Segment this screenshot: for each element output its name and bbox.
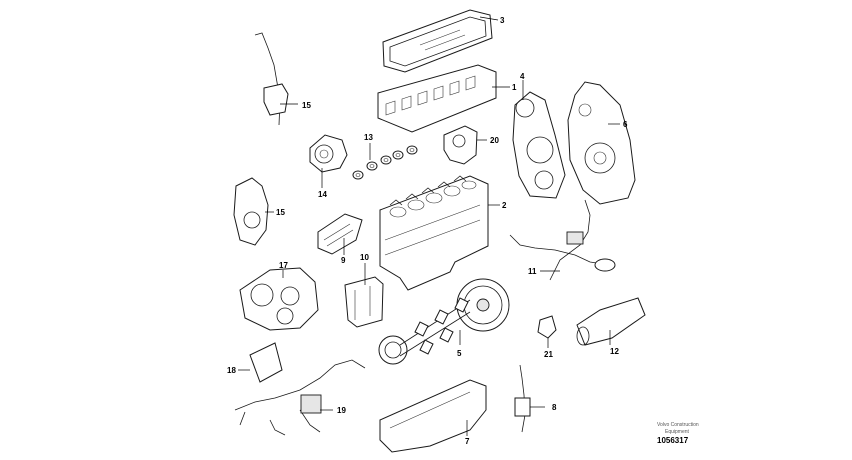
callout-labels: 3 1 2 4 5 6 7 8 9 10 11 12 13 14 15 15 1… bbox=[227, 16, 628, 446]
part-4-timing-gear-housing[interactable] bbox=[512, 91, 566, 199]
callout-20: 20 bbox=[490, 136, 499, 145]
part-15-dipstick-upper[interactable] bbox=[254, 32, 289, 126]
part-17-front-pulleys[interactable] bbox=[239, 267, 319, 331]
callout-2: 2 bbox=[502, 201, 507, 210]
part-10-filter-housing[interactable] bbox=[344, 276, 384, 328]
callout-12: 12 bbox=[610, 347, 619, 356]
part-11-sensor-wiring[interactable] bbox=[509, 199, 616, 281]
part-21-sensor[interactable] bbox=[537, 315, 557, 339]
callout-10: 10 bbox=[360, 253, 369, 262]
drawing-id: 1056317 bbox=[657, 436, 689, 445]
callout-7: 7 bbox=[465, 437, 470, 446]
part-1-cylinder-head[interactable] bbox=[377, 64, 497, 133]
part-3-valve-cover[interactable] bbox=[382, 9, 493, 73]
part-5-crankshaft[interactable] bbox=[378, 278, 510, 365]
callout-8: 8 bbox=[552, 403, 557, 412]
callout-15-upper: 15 bbox=[302, 101, 311, 110]
part-13-gaskets[interactable] bbox=[352, 145, 418, 180]
callout-9: 9 bbox=[341, 256, 346, 265]
part-6-timing-cover[interactable] bbox=[567, 81, 636, 205]
callout-21: 21 bbox=[544, 350, 553, 359]
part-16-oil-pump[interactable] bbox=[233, 177, 269, 246]
stamp-line-1: Volvo Construction bbox=[657, 422, 699, 428]
part-7-oil-pan[interactable] bbox=[379, 379, 487, 453]
part-14-turbocharger[interactable] bbox=[309, 134, 348, 173]
part-12-starter-motor[interactable] bbox=[576, 297, 646, 346]
callout-6: 6 bbox=[623, 120, 628, 129]
callout-15-lower: 15 bbox=[276, 208, 285, 217]
callout-3: 3 bbox=[500, 16, 505, 25]
drawing-stamp: Volvo Construction Equipment 1056317 bbox=[657, 422, 699, 445]
stamp-line-2: Equipment bbox=[665, 429, 690, 435]
part-18-control-unit[interactable] bbox=[249, 342, 283, 383]
callout-5: 5 bbox=[457, 349, 462, 358]
leader-lines bbox=[238, 16, 620, 436]
callout-18: 18 bbox=[227, 366, 236, 375]
callout-1: 1 bbox=[512, 83, 517, 92]
callout-4: 4 bbox=[520, 72, 525, 81]
part-2-engine-block[interactable] bbox=[379, 175, 489, 291]
part-9-oil-cooler[interactable] bbox=[317, 213, 363, 255]
part-8-dipstick-lower[interactable] bbox=[514, 364, 531, 433]
callout-17: 17 bbox=[279, 261, 288, 270]
callout-11: 11 bbox=[528, 267, 537, 276]
part-20-thermostat-housing[interactable] bbox=[443, 125, 478, 165]
callout-13: 13 bbox=[364, 133, 373, 142]
part-19-wiring-harness[interactable] bbox=[234, 359, 366, 436]
callout-14: 14 bbox=[318, 190, 327, 199]
callout-19: 19 bbox=[337, 406, 346, 415]
